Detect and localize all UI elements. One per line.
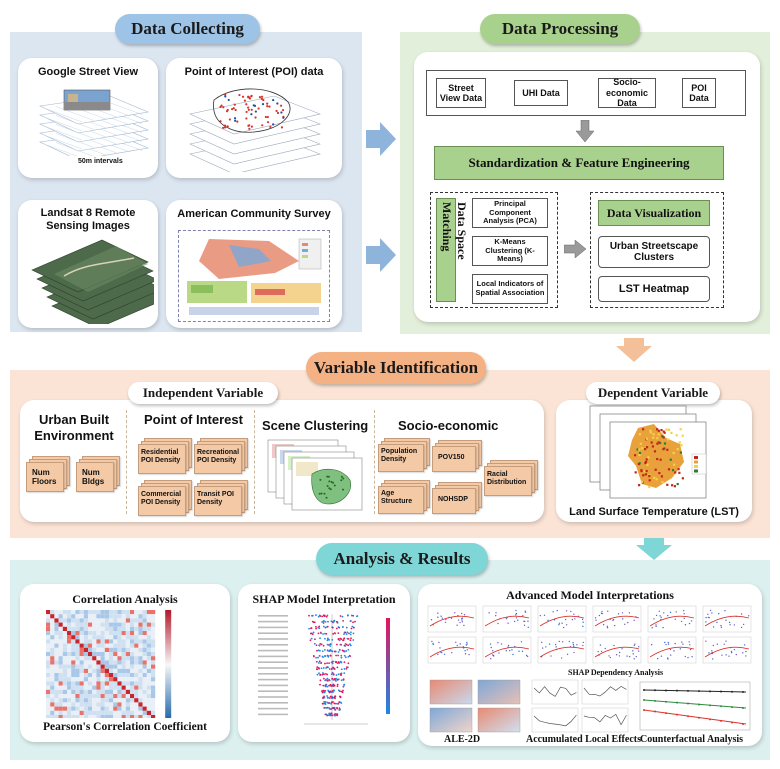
visualization-title: Data Visualization [598,200,710,226]
scene-cluster-maps-image [267,439,363,511]
shap-card: SHAP Model Interpretation [238,584,410,742]
svg-text:2018: 2018 [26,281,42,288]
population-density-label: Population Density [381,448,418,464]
visualization-frame [590,192,724,308]
matching-label: Data Space Matching [440,202,469,260]
arrow-down-icon [576,120,594,142]
shap-summary-plot-image [258,614,390,725]
residential-poi-label: Residential POI Density [141,449,181,465]
matching-label-box [436,198,456,302]
num-floors-stack: Num Floors [26,456,70,492]
data-processing-title: Data Processing [480,14,640,44]
ale-2d-caption: ALE-2D [444,734,481,745]
gsv-card: Google Street View 50m intervals [18,58,158,178]
variable-identification-title: Variable Identification [306,352,486,384]
method-pca: Principal Component Analysis (PCA) [472,198,548,228]
shap-title: SHAP Model Interpretation [252,592,396,606]
input-street-view: Street View Data [436,78,486,108]
counterfactual-caption: Counterfactual Analysis [640,734,744,745]
age-structure-label: Age Structure [381,490,413,506]
method-kmeans: K-Means Clustering (K-Means) [472,236,548,266]
correlation-heatmap-image [46,610,172,718]
population-density-stack: Population Density [378,438,430,472]
arrow-down-icon [616,338,652,362]
urban-built-title: Urban Built Environment [34,412,114,443]
arrow-down-icon [636,538,672,560]
transit-poi-label: Transit POI Density [197,491,234,507]
acs-title: American Community Survey [177,208,331,220]
age-structure-stack: Age Structure [378,480,430,514]
dependent-variable-title: Dependent Variable [586,382,720,404]
shap-dependency-plots-image [427,605,752,664]
advanced-card: Advanced Model Interpretations SHAP Depe… [418,584,762,746]
lst-map-stack-image [589,405,707,499]
num-floors-label: Num Floors [32,468,57,487]
recreational-poi-label: Recreational POI Density [197,449,240,465]
pov150-label: POV150 [438,454,465,461]
pov150-stack: POV150 [432,440,482,472]
counterfactual-plot-image [639,681,751,731]
commercial-poi-stack: Commercial POI Density [138,480,192,516]
landsat-title: Landsat 8 Remote Sensing Images [40,207,136,232]
acs-maps-image [181,233,327,319]
street-view-layers-image [38,89,150,156]
num-bldgs-stack: Num Bldgs [76,456,120,492]
viz-lst-heatmap: LST Heatmap [598,276,710,302]
acs-maps-frame [178,230,330,322]
poi-section-title: Point of Interest [144,412,243,427]
gsv-title: Google Street View [37,66,139,78]
feature-engineering-box: Standardization & Feature Engineering [434,146,724,180]
commercial-poi-label: Commercial POI Density [141,491,182,507]
poi-title: Point of Interest (POI) data [184,66,324,78]
correlation-card: Correlation Analysis Pearson's Correlati… [20,584,230,742]
dependent-variable-caption: Land Surface Temperature (LST) [569,506,739,518]
transit-poi-stack: Transit POI Density [194,480,248,516]
nohsdp-stack: NOHSDP [432,482,482,514]
correlation-caption: Pearson's Correlation Coefficient [43,721,207,733]
acs-card: American Community Survey [166,200,342,328]
matching-frame [430,192,558,308]
arrow-right-icon [366,238,396,272]
independent-variable-title: Independent Variable [128,382,278,404]
socio-economic-title: Socio-economic [398,418,499,433]
input-poi: POI Data [682,78,716,108]
method-lisa: Local Indicators of Spatial Association [472,274,548,304]
nohsdp-label: NOHSDP [438,496,468,503]
scene-clustering-title: Scene Clustering [262,418,369,433]
input-socio-economic: Socio-economic Data [598,77,656,108]
ale-caption: Accumulated Local Effects [526,734,641,745]
svg-text:2021: 2021 [26,305,42,312]
num-bldgs-label: Num Bldgs [82,468,105,487]
arrow-right-icon [564,240,586,258]
viz-streetscape-clusters: Urban Streetscape Clusters [598,236,710,268]
ale-plots-image [531,679,629,733]
arrow-right-icon [366,122,396,156]
shap-dependency-label: SHAP Dependency Analysis [568,668,664,677]
poi-card: Point of Interest (POI) data [166,58,342,178]
divider [374,410,375,514]
analysis-title: Analysis & Results [316,543,488,575]
svg-text:2019: 2019 [26,289,42,296]
gsv-note: 50m intervals [78,158,123,165]
ale-2d-image [429,679,521,733]
recreational-poi-stack: Recreational POI Density [194,438,248,474]
divider [126,410,127,514]
poi-map-layers-image [189,88,322,172]
data-collecting-title: Data Collecting [115,14,260,44]
svg-text:2020: 2020 [26,297,42,304]
racial-distribution-label: Racial Distribution [487,471,527,487]
residential-poi-stack: Residential POI Density [138,438,192,474]
advanced-title: Advanced Model Interpretations [506,588,674,602]
correlation-title: Correlation Analysis [72,592,178,606]
svg-text:2022: 2022 [26,313,42,320]
racial-distribution-stack: Racial Distribution [484,460,538,496]
divider [254,410,255,514]
input-uhi: UHI Data [514,80,568,106]
